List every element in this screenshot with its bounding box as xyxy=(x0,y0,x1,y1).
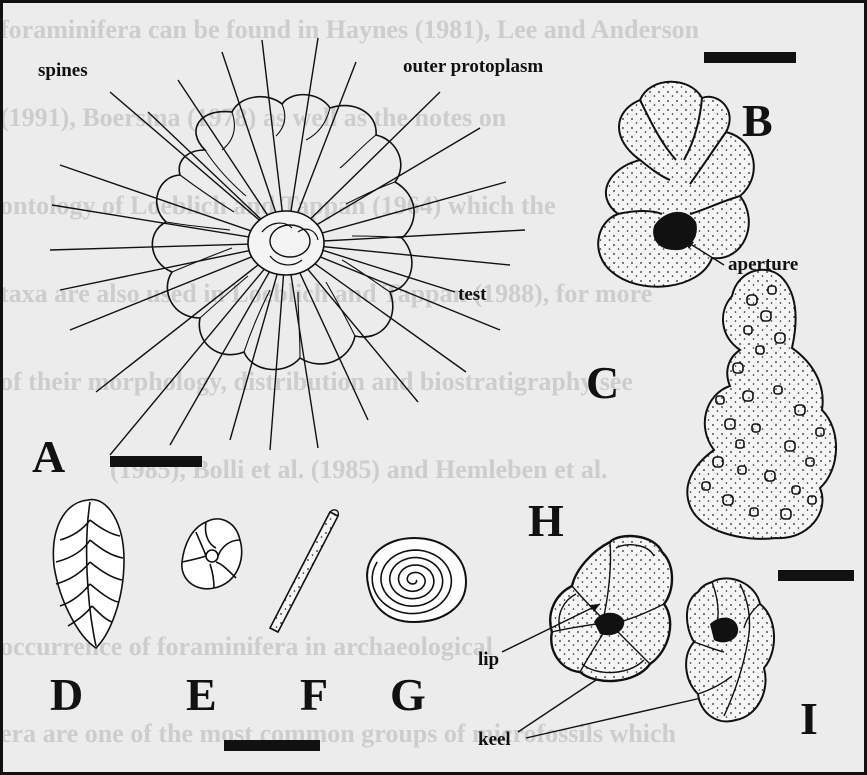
panel-label-f: F xyxy=(300,669,328,720)
specimen-h xyxy=(550,536,672,681)
panel-label-c: C xyxy=(586,357,619,408)
panel-label-e: E xyxy=(186,669,217,720)
specimen-d xyxy=(53,500,124,648)
specimen-g xyxy=(367,538,466,622)
lip-label: lip xyxy=(478,649,499,670)
panel-label-g: G xyxy=(390,669,426,720)
test-pointer xyxy=(322,250,455,292)
panel-label-d: D xyxy=(50,669,83,720)
specimen-e xyxy=(182,519,242,589)
specimen-c xyxy=(687,270,836,539)
test-label: test xyxy=(458,284,487,305)
scale-bar-b xyxy=(704,52,796,63)
spine-line xyxy=(170,243,286,445)
outer-protoplasm-label: outer protoplasm xyxy=(403,56,543,77)
panel-label-a: A xyxy=(32,431,65,482)
panel-label-h: H xyxy=(528,495,564,546)
scale-bar-a xyxy=(110,456,202,467)
scale-bar-hi xyxy=(778,570,854,581)
specimen-a xyxy=(50,38,525,455)
scale-bar-def xyxy=(224,740,320,751)
specimen-f xyxy=(270,510,338,632)
panel-label-i: I xyxy=(800,693,818,744)
specimen-i xyxy=(686,578,774,721)
keel-label: keel xyxy=(478,729,511,750)
panel-label-b: B xyxy=(742,95,773,146)
spines-label: spines xyxy=(38,60,88,81)
